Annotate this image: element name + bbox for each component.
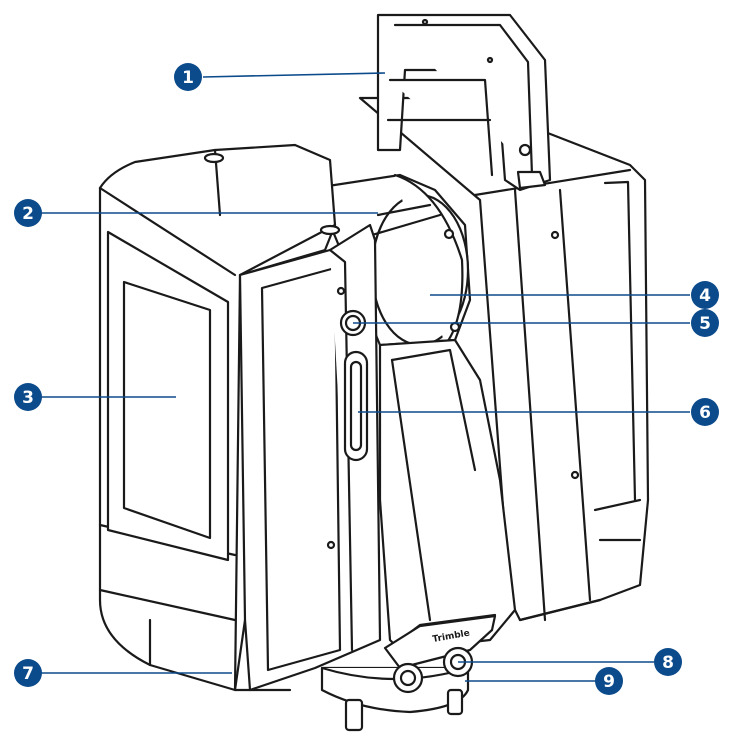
svg-text:3: 3	[22, 388, 34, 408]
callout-1: 1	[174, 63, 202, 91]
svg-text:5: 5	[699, 314, 711, 334]
scanner-illustration	[98, 13, 650, 732]
callout-9: 9	[595, 667, 623, 695]
svg-text:7: 7	[22, 664, 34, 684]
svg-text:2: 2	[22, 204, 34, 224]
status-light-bar	[343, 350, 369, 462]
callout-3: 3	[14, 383, 42, 411]
display-screen	[106, 230, 230, 562]
svg-text:6: 6	[699, 403, 711, 423]
leader-1	[202, 72, 386, 78]
center-drum	[313, 173, 472, 347]
callout-8: 8	[654, 648, 682, 676]
callout-5: 5	[691, 309, 719, 337]
carrying-handle	[376, 13, 552, 192]
svg-text:9: 9	[603, 672, 615, 692]
callout-7: 7	[14, 659, 42, 687]
callout-leaders	[40, 72, 690, 682]
svg-text:4: 4	[699, 286, 711, 306]
callout-2: 2	[14, 199, 42, 227]
callout-6: 6	[691, 398, 719, 426]
svg-text:1: 1	[182, 68, 194, 88]
callout-4: 4	[691, 281, 719, 309]
svg-text:8: 8	[662, 653, 674, 673]
callout-badges: 1 2 3 4 5 6 7 8	[14, 63, 719, 695]
front-panel	[238, 223, 382, 692]
